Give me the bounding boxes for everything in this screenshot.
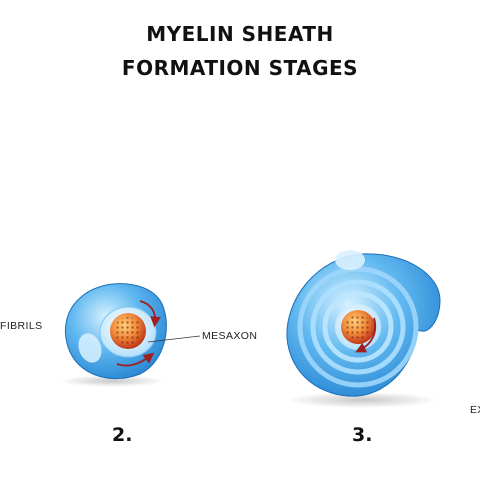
stage-2-arrow-lower — [116, 352, 155, 367]
stage-3-cell — [286, 250, 441, 408]
stage-2-cell — [60, 283, 201, 387]
fibrils-label-fragment: FIBRILS — [0, 320, 43, 332]
stage-3-arrow — [355, 317, 377, 353]
diagram-title-line-1: MYELIN SHEATH — [146, 22, 334, 46]
mesaxon-pointer-line — [147, 335, 201, 343]
ex-label-fragment: EX — [470, 404, 480, 416]
stage-2-arrow-upper — [139, 300, 161, 328]
stage-2-number: 2. — [112, 424, 133, 446]
stage-3-number: 3. — [352, 424, 373, 446]
mesaxon-label: MESAXON — [202, 330, 258, 342]
diagram-title-line-2: FORMATION STAGES — [121, 56, 359, 80]
